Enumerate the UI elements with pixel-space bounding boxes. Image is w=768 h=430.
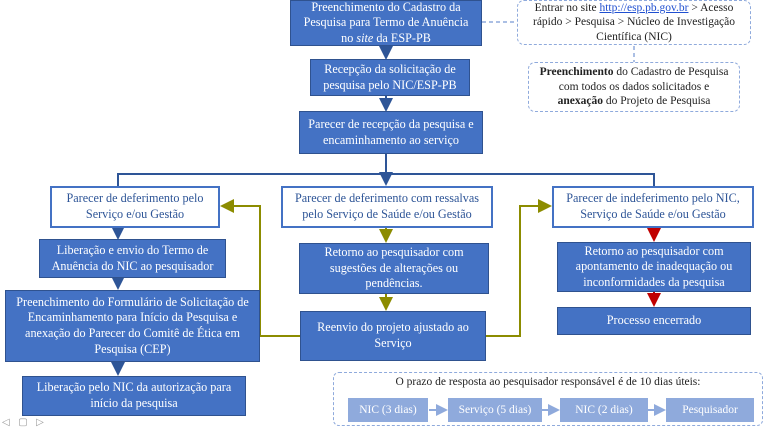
box-liberacao-termo: Liberação e envio do Termo de Anuência d…	[39, 239, 226, 278]
box-indeferimento: Parecer de indeferimento pelo NIC, Servi…	[552, 186, 754, 228]
arrow-reenvio-indeferimento	[486, 199, 552, 337]
box-retorno-inadequacao: Retorno ao pesquisador com apontamento d…	[557, 242, 751, 292]
arrow-reenvio-deferimento	[220, 199, 300, 337]
note-site-post: > Acesso rápido > Pesquisa > Núcleo de I…	[532, 1, 736, 43]
box-liberacao-autorizacao: Liberação pelo NIC da autorização para i…	[22, 376, 246, 416]
slide-controls-icon[interactable]: ◁ ▢ ▷	[2, 417, 47, 428]
note-cadastro-bold2: anexação	[557, 95, 604, 108]
site-link[interactable]: http://esp.pb.gov.br	[599, 1, 689, 14]
note-site-path: Entrar no site http://esp.pb.gov.br > Ac…	[517, 0, 751, 45]
box-deferimento: Parecer de deferimento pelo Serviço e/ou…	[50, 186, 220, 228]
cadastro-line1: Preenchimento do Cadastro da	[311, 0, 461, 14]
timeline-title: O prazo de resposta ao pesquisador respo…	[395, 376, 701, 388]
box-deferimento-ressalvas: Parecer de deferimento com ressalvas pel…	[281, 186, 493, 228]
cadastro-line3-post: da ESP-PB	[373, 30, 431, 45]
note-cadastro-text2: do Projeto de Pesquisa	[603, 95, 711, 108]
timeline-step-pesquisador: Pesquisador	[666, 398, 754, 422]
note-site-pre: Entrar no site	[534, 1, 600, 14]
box-recepcao: Recepção da solicitação de pesquisa pelo…	[310, 59, 470, 96]
box-preenchimento-formulario: Preenchimento do Formulário de Solicitaç…	[5, 290, 260, 362]
timeline-step-nic-2: NIC (2 dias)	[560, 398, 648, 422]
cadastro-line3-em: site	[356, 30, 374, 45]
timeline-panel: O prazo de resposta ao pesquisador respo…	[333, 372, 763, 426]
cadastro-line2: Pesquisa para Termo de Anuência	[303, 15, 469, 30]
timeline-arrows	[429, 404, 666, 416]
note-cadastro: Preenchimento do Cadastro de Pesquisa co…	[528, 62, 740, 112]
box-reenvio: Reenvio do projeto ajustado ao Serviço	[300, 311, 486, 361]
box-retorno-sugestoes: Retorno ao pesquisador com sugestões de …	[299, 243, 489, 294]
box-parecer-recepcao: Parecer de recepção da pesquisa e encami…	[299, 111, 483, 154]
note-cadastro-bold1: Preenchimento	[539, 66, 614, 79]
note-cadastro-text1: do Cadastro de Pesquisa com todos os dad…	[558, 66, 729, 93]
cadastro-line3-pre: no	[341, 30, 357, 45]
timeline-step-servico: Serviço (5 dias)	[448, 398, 542, 422]
timeline-step-nic-1: NIC (3 dias)	[348, 398, 428, 422]
box-processo-encerrado: Processo encerrado	[557, 307, 751, 335]
